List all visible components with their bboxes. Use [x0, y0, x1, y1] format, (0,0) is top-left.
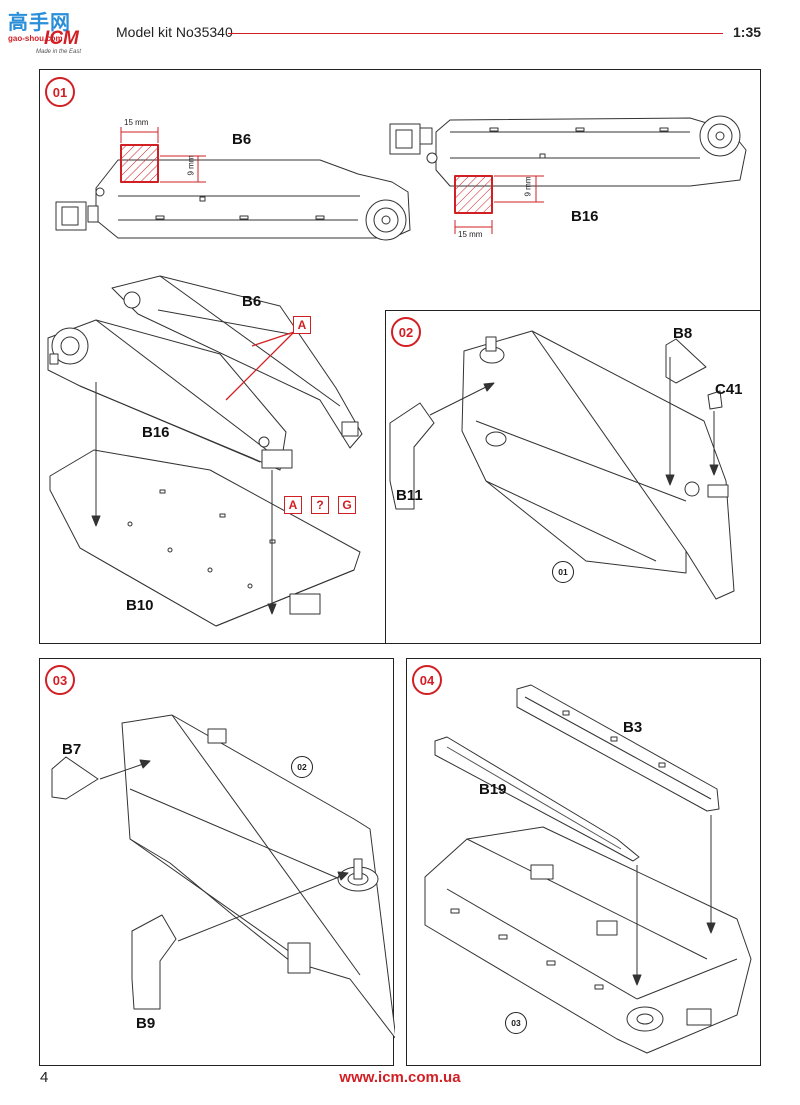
step-03-number: 03	[45, 665, 75, 695]
step-04-number: 04	[412, 665, 442, 695]
b10-hull-floor	[49, 449, 361, 627]
scale-label: 1:35	[733, 24, 762, 40]
step-01-number: 01	[45, 77, 75, 107]
height-measure-right: 9 mm	[523, 176, 533, 197]
width-measure-top: 15 mm	[124, 118, 149, 127]
badge-a-lower: A	[284, 496, 302, 514]
b6-iso	[111, 275, 363, 449]
step-02-number: 02	[391, 317, 421, 347]
b16-side-view	[389, 115, 747, 187]
height-measure-top: 9 mm	[186, 155, 196, 176]
website-link[interactable]: www.icm.com.ua	[339, 1069, 461, 1086]
ref-step-01: 01	[552, 561, 574, 583]
width-measure-right: 15 mm	[458, 230, 483, 239]
b6-side-view	[55, 159, 411, 241]
part-label-b11: B11	[396, 487, 423, 504]
step-02-drawing	[389, 330, 735, 600]
watermark-url: gao-shou.com	[8, 34, 63, 43]
logo-tagline: Made in the East	[36, 49, 82, 55]
badge-g: G	[338, 496, 356, 514]
part-label-b16: B16	[142, 424, 170, 441]
model-kit-title: Model kit No35340	[116, 24, 233, 40]
badge-a-upper: A	[293, 316, 311, 334]
step-04-drawing	[424, 684, 752, 1054]
part-label-b6: B6	[242, 293, 262, 310]
step-02-panel: 02 B8 C41 B11 01	[385, 310, 761, 644]
page-number: 4	[40, 1069, 49, 1086]
brand-logo: 高手网 gao-shou.com ICM Made in the East	[6, 6, 110, 58]
ref-step-03: 03	[505, 1012, 527, 1034]
ref-step-02: 02	[291, 756, 313, 778]
part-label-b16-top: B16	[571, 208, 599, 225]
b16-iso	[47, 319, 293, 471]
step-01-drawing	[47, 115, 747, 627]
part-label-b10: B10	[126, 597, 154, 614]
step-03-drawing	[51, 714, 395, 1039]
step-03-panel: 03 B7 B9 02	[39, 658, 395, 1066]
part-label-b8: B8	[673, 325, 693, 342]
step-04-panel: 04 B3 B19 03	[406, 658, 761, 1066]
part-label-b3: B3	[623, 719, 643, 736]
part-label-b6-top: B6	[232, 131, 252, 148]
part-label-b9: B9	[136, 1015, 156, 1032]
part-label-c41: C41	[715, 381, 743, 398]
badge-question: ?	[311, 496, 329, 514]
watermark-text: 高手网	[8, 12, 71, 34]
part-label-b19: B19	[479, 781, 507, 798]
part-label-b7: B7	[62, 741, 82, 758]
icm-logo: ICM	[44, 28, 79, 49]
header-rule	[228, 33, 723, 34]
